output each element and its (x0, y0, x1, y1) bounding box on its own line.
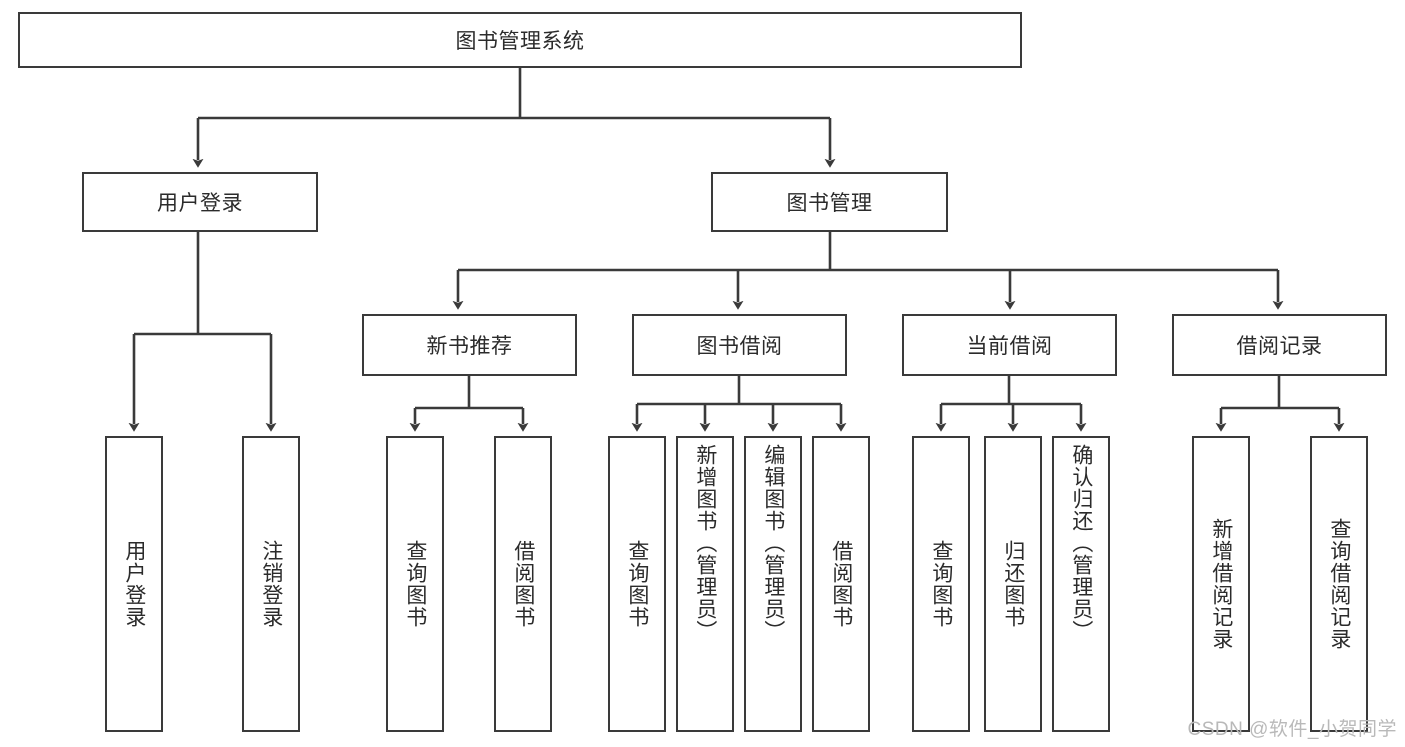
node-leaf-edit-book-admin-label: 编辑图书（管理员） (761, 444, 785, 642)
node-book-borrow[interactable]: 图书借阅 (632, 314, 847, 376)
node-leaf-confirm-return-admin-label: 确认归还（管理员） (1069, 444, 1093, 642)
csdn-watermark: CSDN @软件_小贺同学 (1187, 719, 1397, 740)
node-leaf-return-book[interactable]: 归还图书 (984, 436, 1042, 732)
node-leaf-query-borrow-record-label: 查询借阅记录 (1327, 518, 1351, 650)
node-leaf-confirm-return-admin[interactable]: 确认归还（管理员） (1052, 436, 1110, 732)
node-leaf-add-book-admin-label: 新增图书（管理员） (693, 444, 717, 642)
node-user-login-label: 用户登录 (157, 192, 243, 215)
node-current-borrow-label: 当前借阅 (966, 335, 1053, 358)
node-user-login[interactable]: 用户登录 (82, 172, 318, 232)
node-current-borrow[interactable]: 当前借阅 (902, 314, 1117, 376)
node-root-label: 图书管理系统 (455, 30, 585, 53)
node-leaf-add-book-admin[interactable]: 新增图书（管理员） (676, 436, 734, 732)
node-book-management[interactable]: 图书管理 (711, 172, 948, 232)
node-book-management-label: 图书管理 (786, 192, 873, 215)
node-new-book-recommend-label: 新书推荐 (426, 335, 513, 358)
node-leaf-query-book-1[interactable]: 查询图书 (386, 436, 444, 732)
node-leaf-borrow-book-2[interactable]: 借阅图书 (812, 436, 870, 732)
node-root[interactable]: 图书管理系统 (18, 12, 1022, 68)
node-leaf-borrow-book-1-label: 借阅图书 (511, 540, 535, 628)
node-new-book-recommend[interactable]: 新书推荐 (362, 314, 577, 376)
node-leaf-borrow-book-1[interactable]: 借阅图书 (494, 436, 552, 732)
node-leaf-query-book-3[interactable]: 查询图书 (912, 436, 970, 732)
node-leaf-query-book-1-label: 查询图书 (403, 540, 427, 628)
node-leaf-logout[interactable]: 注销登录 (242, 436, 300, 732)
node-leaf-logout-label: 注销登录 (259, 540, 283, 628)
node-leaf-add-borrow-record-label: 新增借阅记录 (1209, 518, 1233, 650)
node-leaf-query-book-2-label: 查询图书 (625, 540, 649, 628)
node-leaf-add-borrow-record[interactable]: 新增借阅记录 (1192, 436, 1250, 732)
node-leaf-query-borrow-record[interactable]: 查询借阅记录 (1310, 436, 1368, 732)
node-book-borrow-label: 图书借阅 (696, 335, 783, 358)
node-leaf-borrow-book-2-label: 借阅图书 (829, 540, 853, 628)
node-leaf-query-book-3-label: 查询图书 (929, 540, 953, 628)
node-borrow-record[interactable]: 借阅记录 (1172, 314, 1387, 376)
node-leaf-user-login[interactable]: 用户登录 (105, 436, 163, 732)
node-leaf-user-login-label: 用户登录 (122, 540, 146, 628)
node-leaf-edit-book-admin[interactable]: 编辑图书（管理员） (744, 436, 802, 732)
node-leaf-query-book-2[interactable]: 查询图书 (608, 436, 666, 732)
node-leaf-return-book-label: 归还图书 (1001, 540, 1025, 628)
node-borrow-record-label: 借阅记录 (1236, 335, 1323, 358)
